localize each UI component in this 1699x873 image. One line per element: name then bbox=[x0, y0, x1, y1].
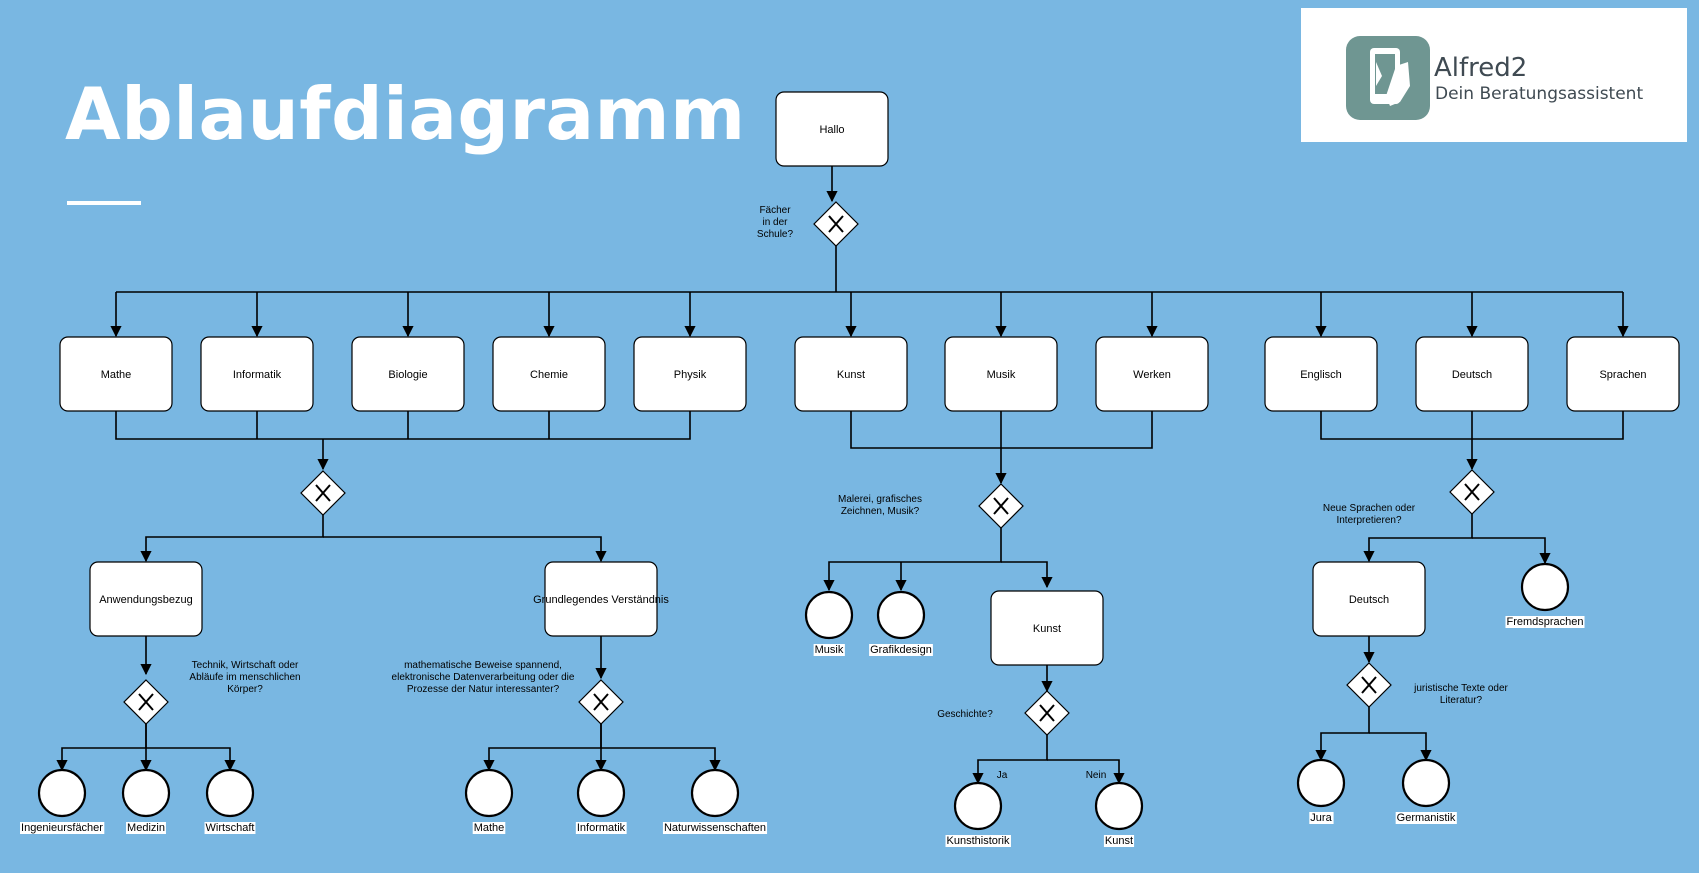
ol-ingenieur-label: Ingenieursfächer bbox=[21, 822, 103, 834]
oa-musik-label: Musik bbox=[815, 644, 844, 656]
node-hallo bbox=[775, 91, 889, 167]
or-informatik-label-bg bbox=[575, 822, 627, 834]
label-ja: Ja bbox=[997, 770, 1008, 781]
subject-6-label: Kunst bbox=[837, 369, 865, 381]
ol2-jura-label-bg bbox=[1309, 812, 1334, 824]
oa-kunsthistorik bbox=[953, 781, 1003, 831]
ol2-germanistik-label-bg bbox=[1395, 812, 1457, 824]
subject-1 bbox=[59, 336, 173, 412]
ol2-fremdsprachen-label-bg bbox=[1505, 616, 1585, 628]
node-deutsch bbox=[1312, 561, 1426, 637]
node-verstaendnis-label: Grundlegendes Verständnis bbox=[533, 594, 669, 606]
subject-6 bbox=[794, 336, 908, 412]
node-kunst bbox=[990, 590, 1104, 666]
ol-medizin-label: Medizin bbox=[127, 822, 165, 834]
ol2-jura bbox=[1296, 758, 1346, 808]
node-anwendungsbezug-label: Anwendungsbezug bbox=[99, 594, 193, 606]
gate-deutsch-x-icon bbox=[1361, 676, 1377, 694]
oa-kunst bbox=[1094, 781, 1144, 831]
or-mathe-label-bg bbox=[472, 822, 506, 834]
oa-kunsthistorik-label-bg bbox=[945, 835, 1011, 847]
gate-art-x-icon bbox=[993, 497, 1009, 515]
node-verstaendnis bbox=[544, 561, 658, 637]
page-title: Ablaufdiagramm bbox=[65, 72, 746, 156]
subject-3-label: Biologie bbox=[388, 369, 427, 381]
oa-grafik-label: Grafikdesign bbox=[870, 644, 932, 656]
subject-2 bbox=[200, 336, 314, 412]
logo-name: Alfred2 bbox=[1434, 53, 1528, 83]
gate-science-x-icon bbox=[315, 484, 331, 502]
or-natur-label: Naturwissenschaften bbox=[664, 822, 766, 834]
subject-8-label: Werken bbox=[1133, 369, 1171, 381]
gate-subjects-x-icon bbox=[828, 215, 844, 233]
ol-medizin-label-bg bbox=[126, 822, 166, 834]
oa-kunst-label-bg bbox=[1103, 835, 1135, 847]
ol2-germanistik-label: Germanistik bbox=[1397, 812, 1456, 824]
gate-verstaendnis-x-icon bbox=[593, 693, 609, 711]
subject-5 bbox=[633, 336, 747, 412]
oa-musik bbox=[804, 590, 854, 640]
subject-5-label: Physik bbox=[674, 369, 707, 381]
ol2-germanistik bbox=[1401, 758, 1451, 808]
logo-tagline: Dein Beratungsassistent bbox=[1435, 84, 1644, 104]
ol-wirtschaft-label-bg bbox=[204, 822, 256, 834]
subject-10-label: Deutsch bbox=[1452, 369, 1492, 381]
subject-9 bbox=[1264, 336, 1378, 412]
subject-4-label: Chemie bbox=[530, 369, 568, 381]
or-informatik bbox=[576, 768, 626, 818]
ol2-fremdsprachen bbox=[1520, 562, 1570, 612]
subject-7-label: Musik bbox=[987, 369, 1016, 381]
node-kunst-label: Kunst bbox=[1033, 623, 1061, 635]
logo: Alfred2 Dein Beratungsassistent bbox=[1301, 8, 1687, 142]
smartphone-hand-icon bbox=[1346, 36, 1430, 120]
subject-11-label: Sprachen bbox=[1599, 369, 1646, 381]
or-informatik-label: Informatik bbox=[577, 822, 626, 834]
ol-medizin bbox=[121, 768, 171, 818]
oa-grafik bbox=[876, 590, 926, 640]
node-hallo-label: Hallo bbox=[819, 124, 844, 136]
ol-ingenieur-label-bg bbox=[20, 822, 105, 834]
or-mathe bbox=[464, 768, 514, 818]
subject-2-label: Informatik bbox=[233, 369, 282, 381]
oa-kunsthistorik-label: Kunsthistorik bbox=[947, 835, 1010, 847]
subject-11 bbox=[1566, 336, 1680, 412]
ol-wirtschaft-label: Wirtschaft bbox=[206, 822, 255, 834]
subject-1-label: Mathe bbox=[101, 369, 132, 381]
title-underline bbox=[67, 201, 141, 205]
question-verstaendnis: mathematische Beweise spannend,elektroni… bbox=[392, 660, 575, 695]
oa-musik-label-bg bbox=[813, 644, 845, 656]
ol-ingenieur bbox=[37, 768, 87, 818]
ol-wirtschaft bbox=[205, 768, 255, 818]
or-mathe-label: Mathe bbox=[474, 822, 505, 834]
subject-3 bbox=[351, 336, 465, 412]
oa-kunst-label: Kunst bbox=[1105, 835, 1133, 847]
gate-anwendung-x-icon bbox=[138, 693, 154, 711]
oa-grafik-label-bg bbox=[869, 644, 933, 656]
subject-7 bbox=[944, 336, 1058, 412]
gate-geschichte-x-icon bbox=[1039, 704, 1055, 722]
subject-9-label: Englisch bbox=[1300, 369, 1342, 381]
ol2-fremdsprachen-label: Fremdsprachen bbox=[1506, 616, 1583, 628]
or-natur-label-bg bbox=[662, 822, 768, 834]
subject-4 bbox=[492, 336, 606, 412]
ol2-jura-label: Jura bbox=[1310, 812, 1332, 824]
node-deutsch-label: Deutsch bbox=[1349, 594, 1389, 606]
or-natur bbox=[690, 768, 740, 818]
node-anwendungsbezug bbox=[89, 561, 203, 637]
question-geschichte: Geschichte? bbox=[937, 709, 993, 720]
label-nein: Nein bbox=[1086, 770, 1107, 781]
subject-8 bbox=[1095, 336, 1209, 412]
gate-lang-x-icon bbox=[1464, 483, 1480, 501]
subject-10 bbox=[1415, 336, 1529, 412]
